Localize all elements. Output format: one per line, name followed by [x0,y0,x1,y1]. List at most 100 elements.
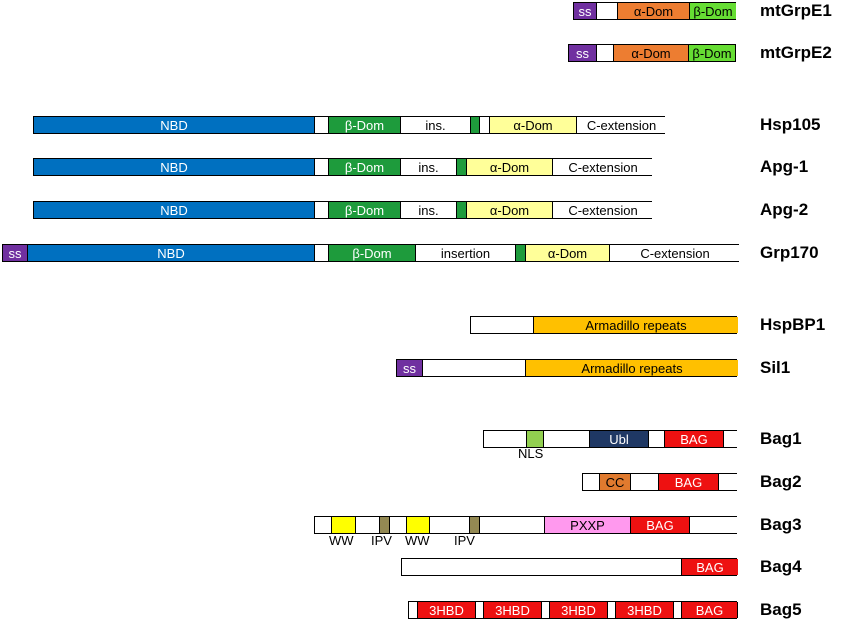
bag3-segment [689,517,738,533]
bag5-segment [737,602,738,618]
apg-1-domain-c-extension: C-extension [552,159,653,175]
bag2-domain-cc: CC [599,474,630,490]
bag3-segment [355,517,379,533]
bag1-segment [543,431,589,447]
sil1-domain-ss: ss [397,360,422,376]
bag5-domain-bar: 3HBD 3HBD 3HBD 3HBD BAG [408,601,738,619]
apg-2-domain-β-dom: β-Dom [328,202,400,218]
hsp105-domain-nbd: NBD [34,117,314,133]
mtgrpe2-segment [735,45,737,61]
bag3-segment [331,517,355,533]
hspbp1-protein-name: HspBP1 [760,315,826,334]
bag3-motif-label: IPV [454,533,475,548]
bag1-protein-name: Bag1 [760,429,802,448]
bag3-motif-label: WW [405,533,430,548]
grp170-domain-β-dom: β-Dom [328,245,415,261]
bag5-segment [673,602,681,618]
mtgrpe1-protein-name: mtGrpE1 [760,1,832,20]
bag4-domain-bag: BAG [681,559,738,575]
bag4-domain-bar: BAG [401,558,738,576]
mtgrpe1-segment [596,3,617,19]
grp170-domain-ss: ss [3,245,27,261]
hsp105-domain-β-dom: β-Dom [328,117,400,133]
bag3-segment [379,517,389,533]
bag1-domain-bar: Ubl BAG [483,430,738,448]
hsp105-segment [479,117,489,133]
grp170-domain-α-dom: α-Dom [525,245,609,261]
bag5-domain-3hbd: 3HBD [615,602,673,618]
bag2-segment [583,474,599,490]
mtgrpe2-domain-β-dom: β-Dom [688,45,735,61]
bag3-motif-label: WW [329,533,354,548]
bag1-segment [484,431,526,447]
bag1-segment [723,431,738,447]
bag4-segment [402,559,681,575]
hspbp1-domain-bar: Armadillo repeats [470,316,738,334]
bag1-domain-bag: BAG [664,431,723,447]
apg-1-segment [314,159,328,175]
apg-2-segment [314,202,328,218]
bag2-segment [718,474,738,490]
grp170-domain-c-extension: C-extension [609,245,740,261]
bag5-domain-bag: BAG [681,602,737,618]
hsp105-protein-name: Hsp105 [760,115,821,134]
bag5-segment [607,602,615,618]
bag3-domain-bag: BAG [630,517,689,533]
grp170-segment [314,245,328,261]
bag5-segment [541,602,549,618]
apg-1-protein-name: Apg-1 [760,157,809,176]
grp170-segment [515,245,525,261]
grp170-protein-name: Grp170 [760,243,819,262]
bag2-domain-bar: CC BAG [582,473,738,491]
apg-2-protein-name: Apg-2 [760,200,809,219]
sil1-protein-name: Sil1 [760,358,791,377]
bag4-protein-name: Bag4 [760,557,802,576]
grp170-domain-nbd: NBD [27,245,314,261]
bag1-motif-label: NLS [518,446,544,461]
hspbp1-domain-armadillo-repeats: Armadillo repeats [533,317,738,333]
bag1-segment [648,431,664,447]
mtgrpe2-domain-α-dom: α-Dom [613,45,688,61]
apg-2-domain-α-dom: α-Dom [466,202,552,218]
mtgrpe1-domain-α-dom: α-Dom [617,3,689,19]
bag3-segment [315,517,331,533]
mtgrpe2-domain-ss: ss [569,45,596,61]
apg-2-domain-nbd: NBD [34,202,314,218]
bag3-segment [469,517,479,533]
bag3-segment [479,517,544,533]
bag2-domain-bag: BAG [658,474,718,490]
apg-2-domain-c-extension: C-extension [552,202,653,218]
bag3-motif-label: IPV [371,533,392,548]
apg-2-segment [456,202,466,218]
hsp105-domain-ins-: ins. [400,117,470,133]
bag5-domain-3hbd: 3HBD [483,602,541,618]
apg-1-domain-β-dom: β-Dom [328,159,400,175]
apg-1-domain-nbd: NBD [34,159,314,175]
bag5-domain-3hbd: 3HBD [549,602,607,618]
bag1-domain-ubl: Ubl [589,431,648,447]
hsp105-domain-α-dom: α-Dom [489,117,576,133]
bag5-segment [409,602,417,618]
bag2-protein-name: Bag2 [760,472,802,491]
grp170-domain-insertion: insertion [415,245,515,261]
bag3-domain-pxxp: PXXP [544,517,630,533]
apg-1-domain-α-dom: α-Dom [466,159,552,175]
apg-2-domain-ins-: ins. [400,202,456,218]
bag1-segment [526,431,543,447]
apg-1-segment [456,159,466,175]
sil1-segment [422,360,525,376]
bag5-domain-3hbd: 3HBD [417,602,475,618]
bag3-protein-name: Bag3 [760,515,802,534]
mtgrpe1-domain-ss: ss [574,3,596,19]
hspbp1-segment [471,317,533,333]
mtgrpe2-segment [596,45,613,61]
apg-1-domain-ins-: ins. [400,159,456,175]
mtgrpe2-protein-name: mtGrpE2 [760,43,832,62]
bag2-segment [630,474,658,490]
bag3-segment [389,517,406,533]
